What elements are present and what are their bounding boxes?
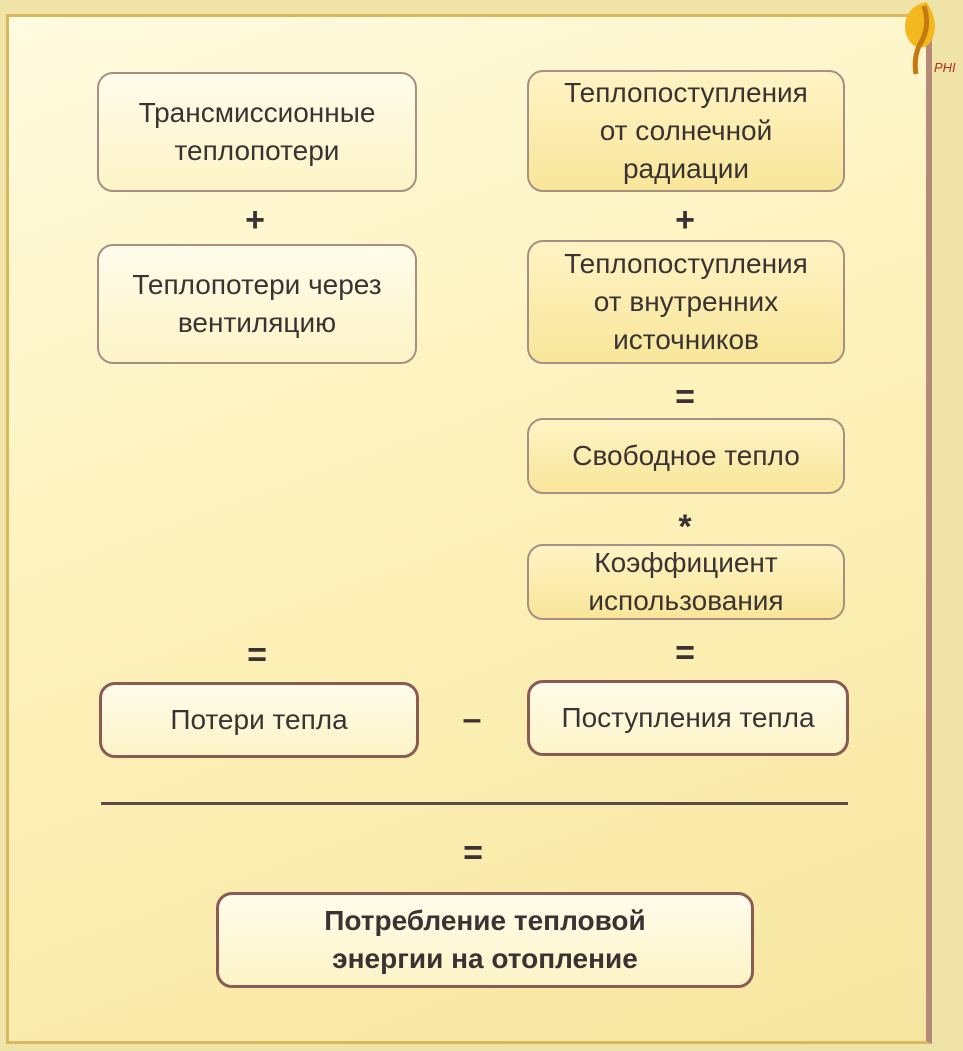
multiply-operator: * xyxy=(678,508,692,546)
logo-text: РНІ xyxy=(934,60,956,75)
heat-losses-box: Потери тепла xyxy=(99,682,419,758)
equals-operator-left: = xyxy=(247,636,267,674)
free-heat-box: Свободное тепло xyxy=(527,418,845,494)
plus-operator-left: + xyxy=(245,201,265,239)
result-divider-line xyxy=(101,802,848,805)
transmission-losses-label: Трансмиссионные теплопотери xyxy=(138,97,376,166)
internal-gains-box: Теплопоступления от внутренних источнико… xyxy=(527,240,845,364)
ventilation-losses-label: Теплопотери через вентиляцию xyxy=(132,269,382,338)
minus-operator: – xyxy=(462,700,482,738)
equals-operator-result: = xyxy=(463,834,483,872)
free-heat-label: Свободное тепло xyxy=(572,440,800,471)
ventilation-losses-box: Теплопотери через вентиляцию xyxy=(97,244,417,364)
plus-operator-right: + xyxy=(675,201,695,239)
transmission-losses-box: Трансмиссионные теплопотери xyxy=(97,72,417,192)
heat-gains-label: Поступления тепла xyxy=(561,702,815,733)
solar-gains-label: Теплопоступления от солнечной радиации xyxy=(564,77,808,184)
solar-gains-box: Теплопоступления от солнечной радиации xyxy=(527,70,845,192)
heat-gains-box: Поступления тепла xyxy=(527,680,849,756)
heat-losses-label: Потери тепла xyxy=(170,704,348,735)
equals-operator-right-2: = xyxy=(675,634,695,672)
utilization-coefficient-label: Коэффициент использования xyxy=(588,547,784,616)
internal-gains-label: Теплопоступления от внутренних источнико… xyxy=(564,248,808,355)
utilization-coefficient-box: Коэффициент использования xyxy=(527,544,845,620)
leaf-logo-icon: РНІ xyxy=(884,0,963,90)
heating-energy-consumption-label: Потребление тепловой энергии на отоплени… xyxy=(324,905,646,974)
heating-energy-consumption-box: Потребление тепловой энергии на отоплени… xyxy=(216,892,754,988)
equals-operator-right-1: = xyxy=(675,378,695,416)
